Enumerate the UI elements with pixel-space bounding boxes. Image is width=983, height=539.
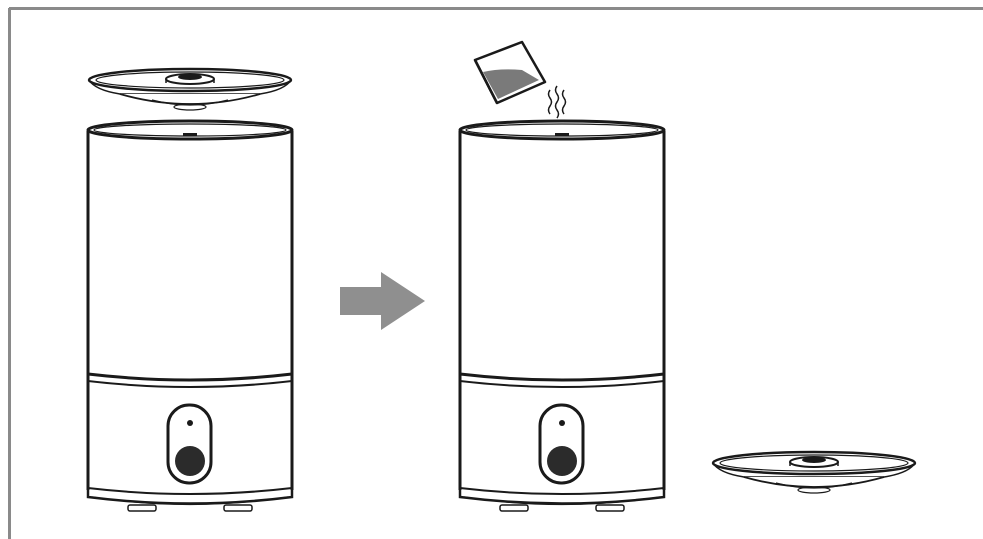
humidifier-icon	[86, 119, 294, 513]
right-arrow-icon	[340, 272, 425, 330]
humidifier-icon	[458, 119, 666, 513]
water-stream-icon	[547, 85, 567, 119]
top-cover-icon	[87, 67, 293, 112]
pouring-cup-icon	[473, 40, 547, 105]
top-cover-icon	[711, 450, 917, 495]
